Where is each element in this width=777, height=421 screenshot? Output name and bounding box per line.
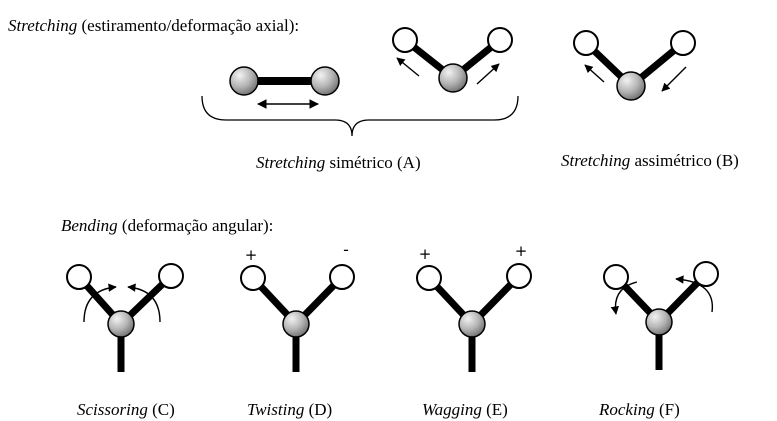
grouping-brace [201, 95, 519, 137]
hydrogen-atom-right [329, 264, 355, 290]
twisting-minus-sign: - [343, 240, 349, 259]
wagging-plus-sign-left: + [419, 245, 432, 263]
rocking-rest: (F) [654, 400, 680, 419]
symmetric-stretch-rest: simétrico (A) [325, 153, 421, 172]
scissoring-rest: (C) [147, 400, 175, 419]
bending-term: Bending [61, 216, 118, 235]
bent-molecule-symmetric [392, 27, 513, 93]
linear-atom-left [229, 66, 259, 96]
linear-molecule [229, 66, 340, 109]
hydrogen-atom-right [670, 30, 696, 56]
linear-atom-right [310, 66, 340, 96]
central-atom [107, 310, 135, 338]
hydrogen-atom-right [506, 263, 532, 289]
central-atom [282, 310, 310, 338]
scissoring-molecule [66, 263, 184, 372]
arrow-left-inward [83, 283, 117, 323]
arrow-right-rocking [675, 275, 714, 313]
hydrogen-atom-left [416, 265, 442, 291]
wagging-molecule: + + [416, 242, 532, 372]
wagging-term: Wagging [422, 400, 482, 419]
wagging-rest: (E) [481, 400, 508, 419]
stretching-description: (estiramento/deformação axial): [77, 16, 300, 35]
central-atom [616, 71, 646, 101]
hydrogen-atom-left [603, 264, 629, 290]
central-atom [458, 310, 486, 338]
twisting-rest: (D) [304, 400, 333, 419]
arrow-left-outward [584, 64, 605, 83]
twisting-term: Twisting [247, 400, 305, 419]
bending-header: Bending (deformação angular): [61, 217, 273, 234]
hydrogen-atom-left [240, 265, 266, 291]
hydrogen-atom-left [66, 264, 92, 290]
wagging-plus-sign-right: + [515, 242, 528, 260]
bending-description: (deformação angular): [117, 216, 274, 235]
hydrogen-atom-right [158, 263, 184, 289]
symmetric-stretch-caption: Stretching simétrico (A) [256, 154, 421, 171]
symmetric-stretch-term: Stretching [256, 153, 326, 172]
scissoring-term: Scissoring [77, 400, 148, 419]
bent-molecule-asymmetric [573, 30, 696, 101]
stretching-header: Stretching (estiramento/deformação axial… [8, 17, 299, 34]
twisting-caption: Twisting (D) [247, 401, 332, 418]
rocking-molecule [603, 261, 719, 370]
rocking-caption: Rocking (F) [599, 401, 680, 418]
scissoring-caption: Scissoring (C) [77, 401, 175, 418]
asymmetric-stretch-term: Stretching [561, 151, 631, 170]
arrow-left-rocking [610, 281, 638, 315]
hydrogen-atom-right [487, 27, 513, 53]
arrow-right-outward [476, 63, 500, 85]
arrow-left-outward [396, 57, 420, 77]
hydrogen-atom-left [573, 30, 599, 56]
hydrogen-atom-left [392, 27, 418, 53]
hydrogen-atom-right [693, 261, 719, 287]
stretching-term: Stretching [8, 16, 78, 35]
twisting-molecule: + - [240, 240, 355, 372]
arrow-right-inward [661, 66, 687, 92]
central-atom [645, 308, 673, 336]
twisting-plus-sign: + [245, 246, 258, 264]
asymmetric-stretch-rest: assimétrico (B) [630, 151, 739, 170]
rocking-term: Rocking [599, 400, 655, 419]
central-atom [438, 63, 468, 93]
arrow-right-inward [127, 283, 161, 323]
asymmetric-stretch-caption: Stretching assimétrico (B) [561, 152, 739, 169]
wagging-caption: Wagging (E) [422, 401, 508, 418]
